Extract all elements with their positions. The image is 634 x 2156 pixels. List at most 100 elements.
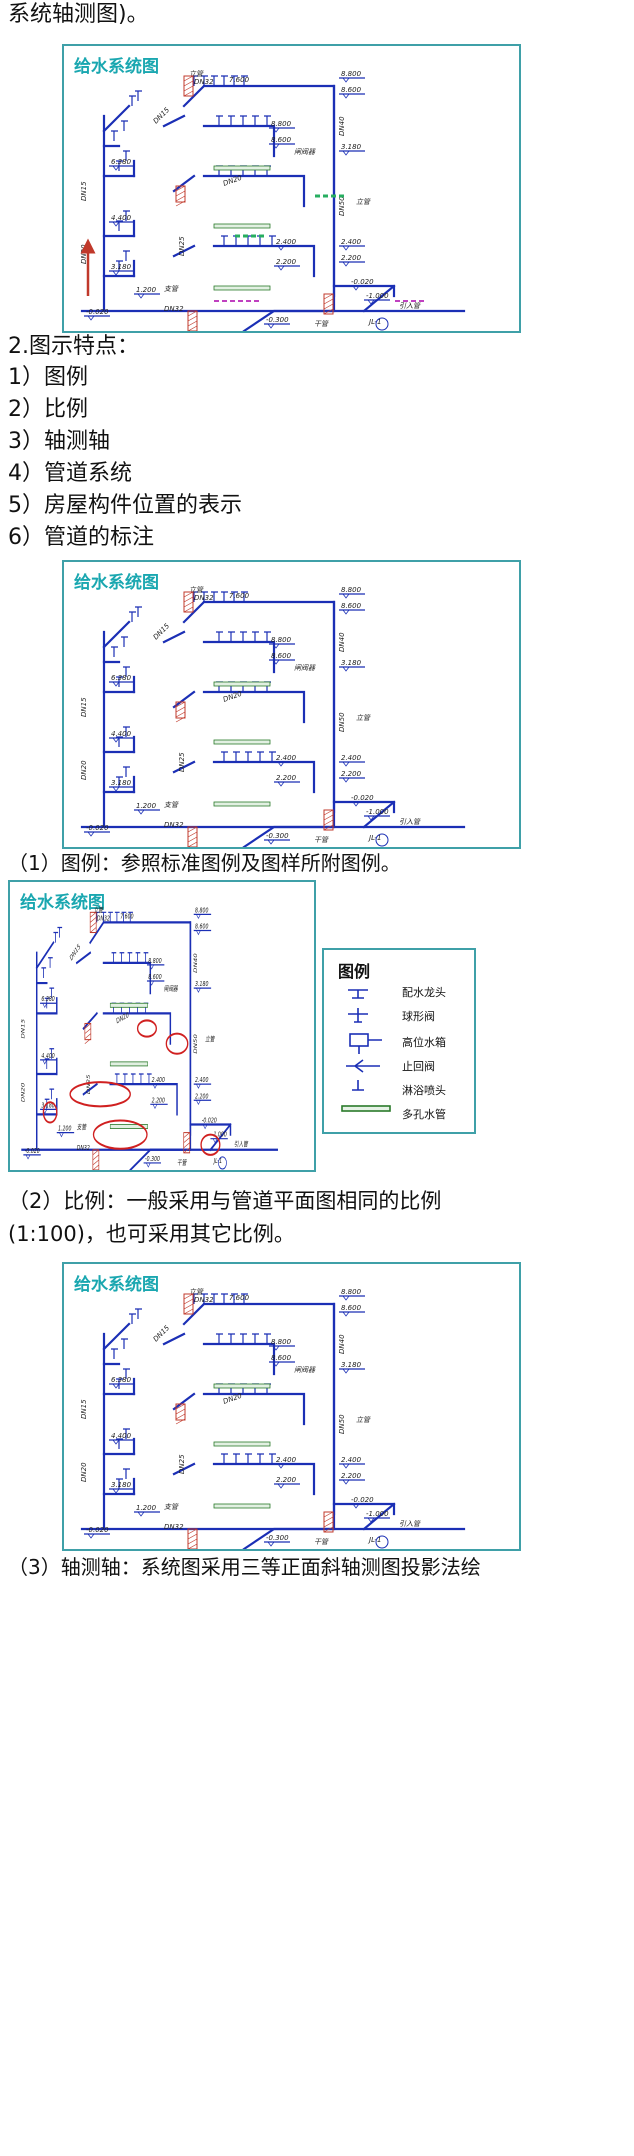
wall-section — [183, 75, 194, 97]
riser-label: 立管 — [356, 714, 371, 722]
elevation-label: 8.600 — [341, 1304, 362, 1312]
pipe-label-dn32: DN32 — [164, 821, 184, 829]
legend-item-tank: 高位水箱 — [402, 1036, 446, 1049]
elevation-label: 7.600 — [229, 76, 250, 84]
legend-panel: 图例 配水龙头 球形阀 高位水箱 止回阀 淋浴喷头 多孔水管 — [322, 948, 476, 1134]
legend-item-faucet: 配水龙头 — [402, 986, 446, 999]
elevation-label: 2.200 — [276, 774, 297, 782]
callout-perforated-pipe — [92, 1119, 148, 1150]
legend-item-globe-valve: 球形阀 — [402, 1010, 435, 1023]
branch-label: 支管 — [164, 1503, 179, 1511]
elevation-label: 8.800 — [271, 1338, 292, 1346]
elevation-label: -1.000 — [366, 292, 389, 300]
legend-title: 图例 — [338, 962, 371, 981]
gate-valve-label: 闸阀器 — [294, 148, 316, 156]
elevation-label: 4.400 — [111, 730, 132, 738]
pipe-label-dn15: DN15 — [80, 697, 88, 717]
elevation-label: -0.020 — [351, 278, 374, 286]
legend-symbols — [341, 989, 391, 1112]
scale-caption-line-2: (1:100)，也可采用其它比例。 — [8, 1222, 295, 1246]
elevation-label: -0.020 — [202, 1117, 217, 1125]
elevation-label: -0.020 — [25, 1147, 40, 1155]
riser-label: 立管 — [356, 198, 371, 206]
features-heading: 2.图示特点： — [8, 334, 139, 359]
inlet-label: 引入管 — [399, 1520, 421, 1528]
elevation-label: 8.800 — [195, 906, 209, 914]
riser-id-label: JL-1 — [367, 318, 381, 326]
wall-section — [175, 701, 186, 719]
elevation-label: 2.200 — [341, 254, 362, 262]
feature-item-4: 4）管道系统 — [8, 461, 132, 486]
pipe-label-dn50: DN50 — [338, 1414, 346, 1434]
pipe-label-dn25: DN25 — [178, 236, 186, 256]
pipe-label-dn15: DN15 — [80, 181, 88, 201]
elevation-label: 8.600 — [271, 1354, 292, 1362]
riser-label: 立管 — [189, 1288, 204, 1296]
elevation-label: -0.300 — [266, 1534, 289, 1542]
inlet-label: 引入管 — [234, 1140, 249, 1149]
elevation-label: -1.000 — [366, 808, 389, 816]
wall-section — [187, 1528, 198, 1549]
elevation-label: 2.200 — [276, 1476, 297, 1484]
legend-item-perforated-pipe: 多孔水管 — [402, 1108, 446, 1121]
pipe-label-dn25: DN25 — [178, 752, 186, 772]
gate-valve-label: 闸阀器 — [294, 1366, 316, 1374]
main-pipe-label: 干管 — [314, 320, 329, 328]
pipe-label-dn32: DN32 — [194, 1296, 214, 1304]
feature-item-3: 3）轴测轴 — [8, 429, 110, 454]
pipe-label-dn15: DN15 — [21, 1019, 26, 1039]
elevation-label: 4.400 — [111, 214, 132, 222]
pipe-label-dn15: DN15 — [152, 1324, 172, 1344]
elevation-label: 8.600 — [195, 923, 209, 931]
pipe-label-dn15: DN15 — [152, 622, 172, 642]
feature-item-2: 2）比例 — [8, 397, 88, 422]
riser-label: 立管 — [189, 586, 204, 594]
pipe-label-dn50: DN50 — [338, 196, 346, 216]
elevation-label: 7.600 — [229, 592, 250, 600]
pipe-label-dn50: DN50 — [193, 1034, 198, 1054]
elevation-label: 2.400 — [341, 1456, 362, 1464]
branch-label: 支管 — [164, 285, 179, 293]
intro-tail-text: 系统轴测图)。 — [8, 2, 149, 27]
branch-label: 支管 — [77, 1123, 87, 1132]
elevation-label: 7.600 — [120, 912, 134, 920]
elevation-label: 3.180 — [341, 143, 362, 151]
legend-item-check-valve: 止回阀 — [402, 1060, 435, 1073]
elevation-label: 8.800 — [341, 1288, 362, 1296]
elevation-label: 7.600 — [229, 1294, 250, 1302]
pipe-label-dn40: DN40 — [193, 953, 198, 973]
pipe-label-dn20: DN20 — [21, 1082, 26, 1102]
perforated-pipe-icon — [341, 1105, 391, 1112]
elevation-label: 8.600 — [271, 136, 292, 144]
callout-globe-valve — [165, 1032, 189, 1055]
elevation-label: -0.300 — [266, 316, 289, 324]
axis-caption: （3）轴测轴：系统图采用三等正面斜轴测图投影法绘 — [8, 1555, 481, 1579]
feature-item-5: 5）房屋构件位置的表示 — [8, 493, 242, 518]
pipe-label-dn25: DN25 — [86, 1074, 91, 1094]
elevation-label: 2.400 — [276, 754, 297, 762]
pipe-label-dn32: DN32 — [77, 1144, 90, 1152]
main-pipe-label: 干管 — [314, 836, 329, 844]
callout-shower — [42, 1101, 58, 1124]
pipe-label-dn20: DN20 — [80, 244, 88, 264]
figure-title: 给水系统图 — [20, 893, 105, 913]
wall-section — [187, 310, 198, 331]
elevation-label: 8.600 — [271, 652, 292, 660]
elevation-label: 2.400 — [341, 754, 362, 762]
elevation-label: 3.180 — [111, 1481, 132, 1489]
elevation-label: 3.180 — [341, 1361, 362, 1369]
pipe-label-dn32: DN32 — [164, 1523, 184, 1531]
pipe-label-dn32: DN32 — [164, 305, 184, 313]
riser-label: 立管 — [94, 905, 104, 914]
pipe-label-dn40: DN40 — [338, 116, 346, 136]
pipe-label-dn32: DN32 — [97, 915, 110, 923]
shower-head-icon — [352, 1080, 364, 1091]
faucet-icon — [348, 989, 368, 999]
elevation-label: 6.380 — [111, 1376, 132, 1384]
elevation-label: -0.020 — [86, 308, 109, 316]
elevation-label: 8.600 — [148, 973, 162, 981]
elevation-label: 2.200 — [341, 1472, 362, 1480]
